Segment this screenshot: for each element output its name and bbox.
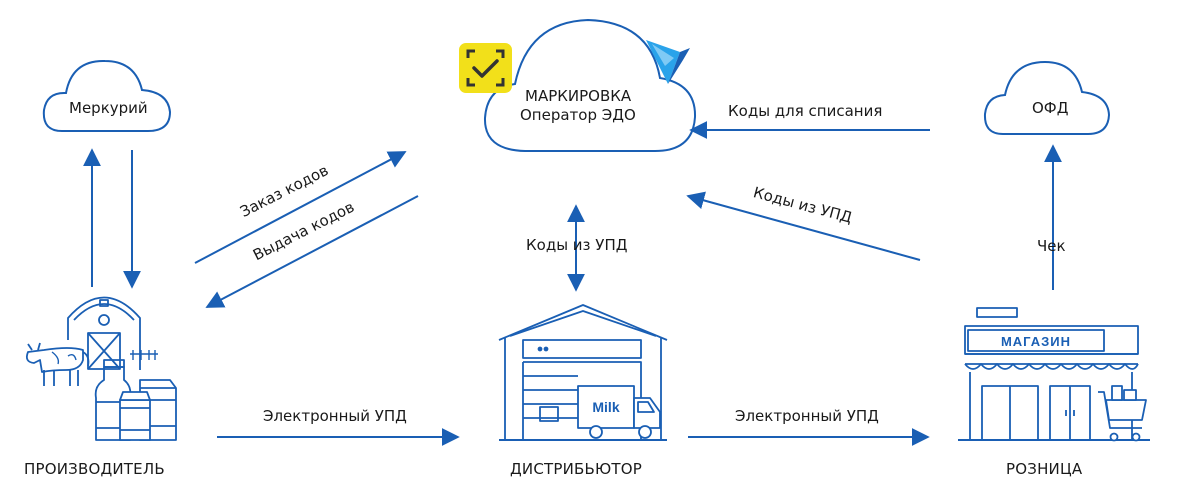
node-marking-title: МАРКИРОВКА xyxy=(525,87,632,105)
cow-icon xyxy=(25,342,90,386)
arrow-order-codes xyxy=(194,151,407,264)
truck-milk-label: Milk xyxy=(592,399,619,415)
edge-writeoff-codes-label: Коды для списания xyxy=(728,102,883,120)
truck-icon xyxy=(499,385,667,441)
bird-logo-icon xyxy=(646,40,690,84)
node-ofd-label: ОФД xyxy=(1032,99,1069,117)
cloud-ofd-shape xyxy=(983,60,1111,135)
arrow-retail-codes-upd xyxy=(686,191,921,261)
edge-upd-2-label: Электронный УПД xyxy=(735,407,879,425)
store-sign-board xyxy=(967,329,1105,352)
producer-illustration xyxy=(25,296,177,441)
check-badge-icon xyxy=(459,43,512,93)
node-producer-label: ПРОИЗВОДИТЕЛЬ xyxy=(24,460,165,478)
node-mercury-label: Меркурий xyxy=(69,99,148,117)
cloud-mercury-shape xyxy=(42,59,172,132)
node-marking-subtitle: Оператор ЭДО xyxy=(520,106,636,124)
retail-illustration xyxy=(958,307,1150,442)
arrow-issue-codes xyxy=(205,195,419,308)
node-retail-label: РОЗНИЦА xyxy=(1006,460,1083,478)
distributor-illustration xyxy=(498,304,668,441)
node-distributor-label: ДИСТРИБЬЮТОР xyxy=(510,460,643,478)
edge-receipt-label: Чек xyxy=(1037,237,1066,255)
edge-codes-upd-center-label: Коды из УПД xyxy=(526,236,628,254)
edge-upd-1-label: Электронный УПД xyxy=(263,407,407,425)
shopping-cart-icon xyxy=(1098,385,1147,442)
cloud-marking-shape xyxy=(483,18,697,152)
store-sign-label: МАГАЗИН xyxy=(1001,334,1071,349)
